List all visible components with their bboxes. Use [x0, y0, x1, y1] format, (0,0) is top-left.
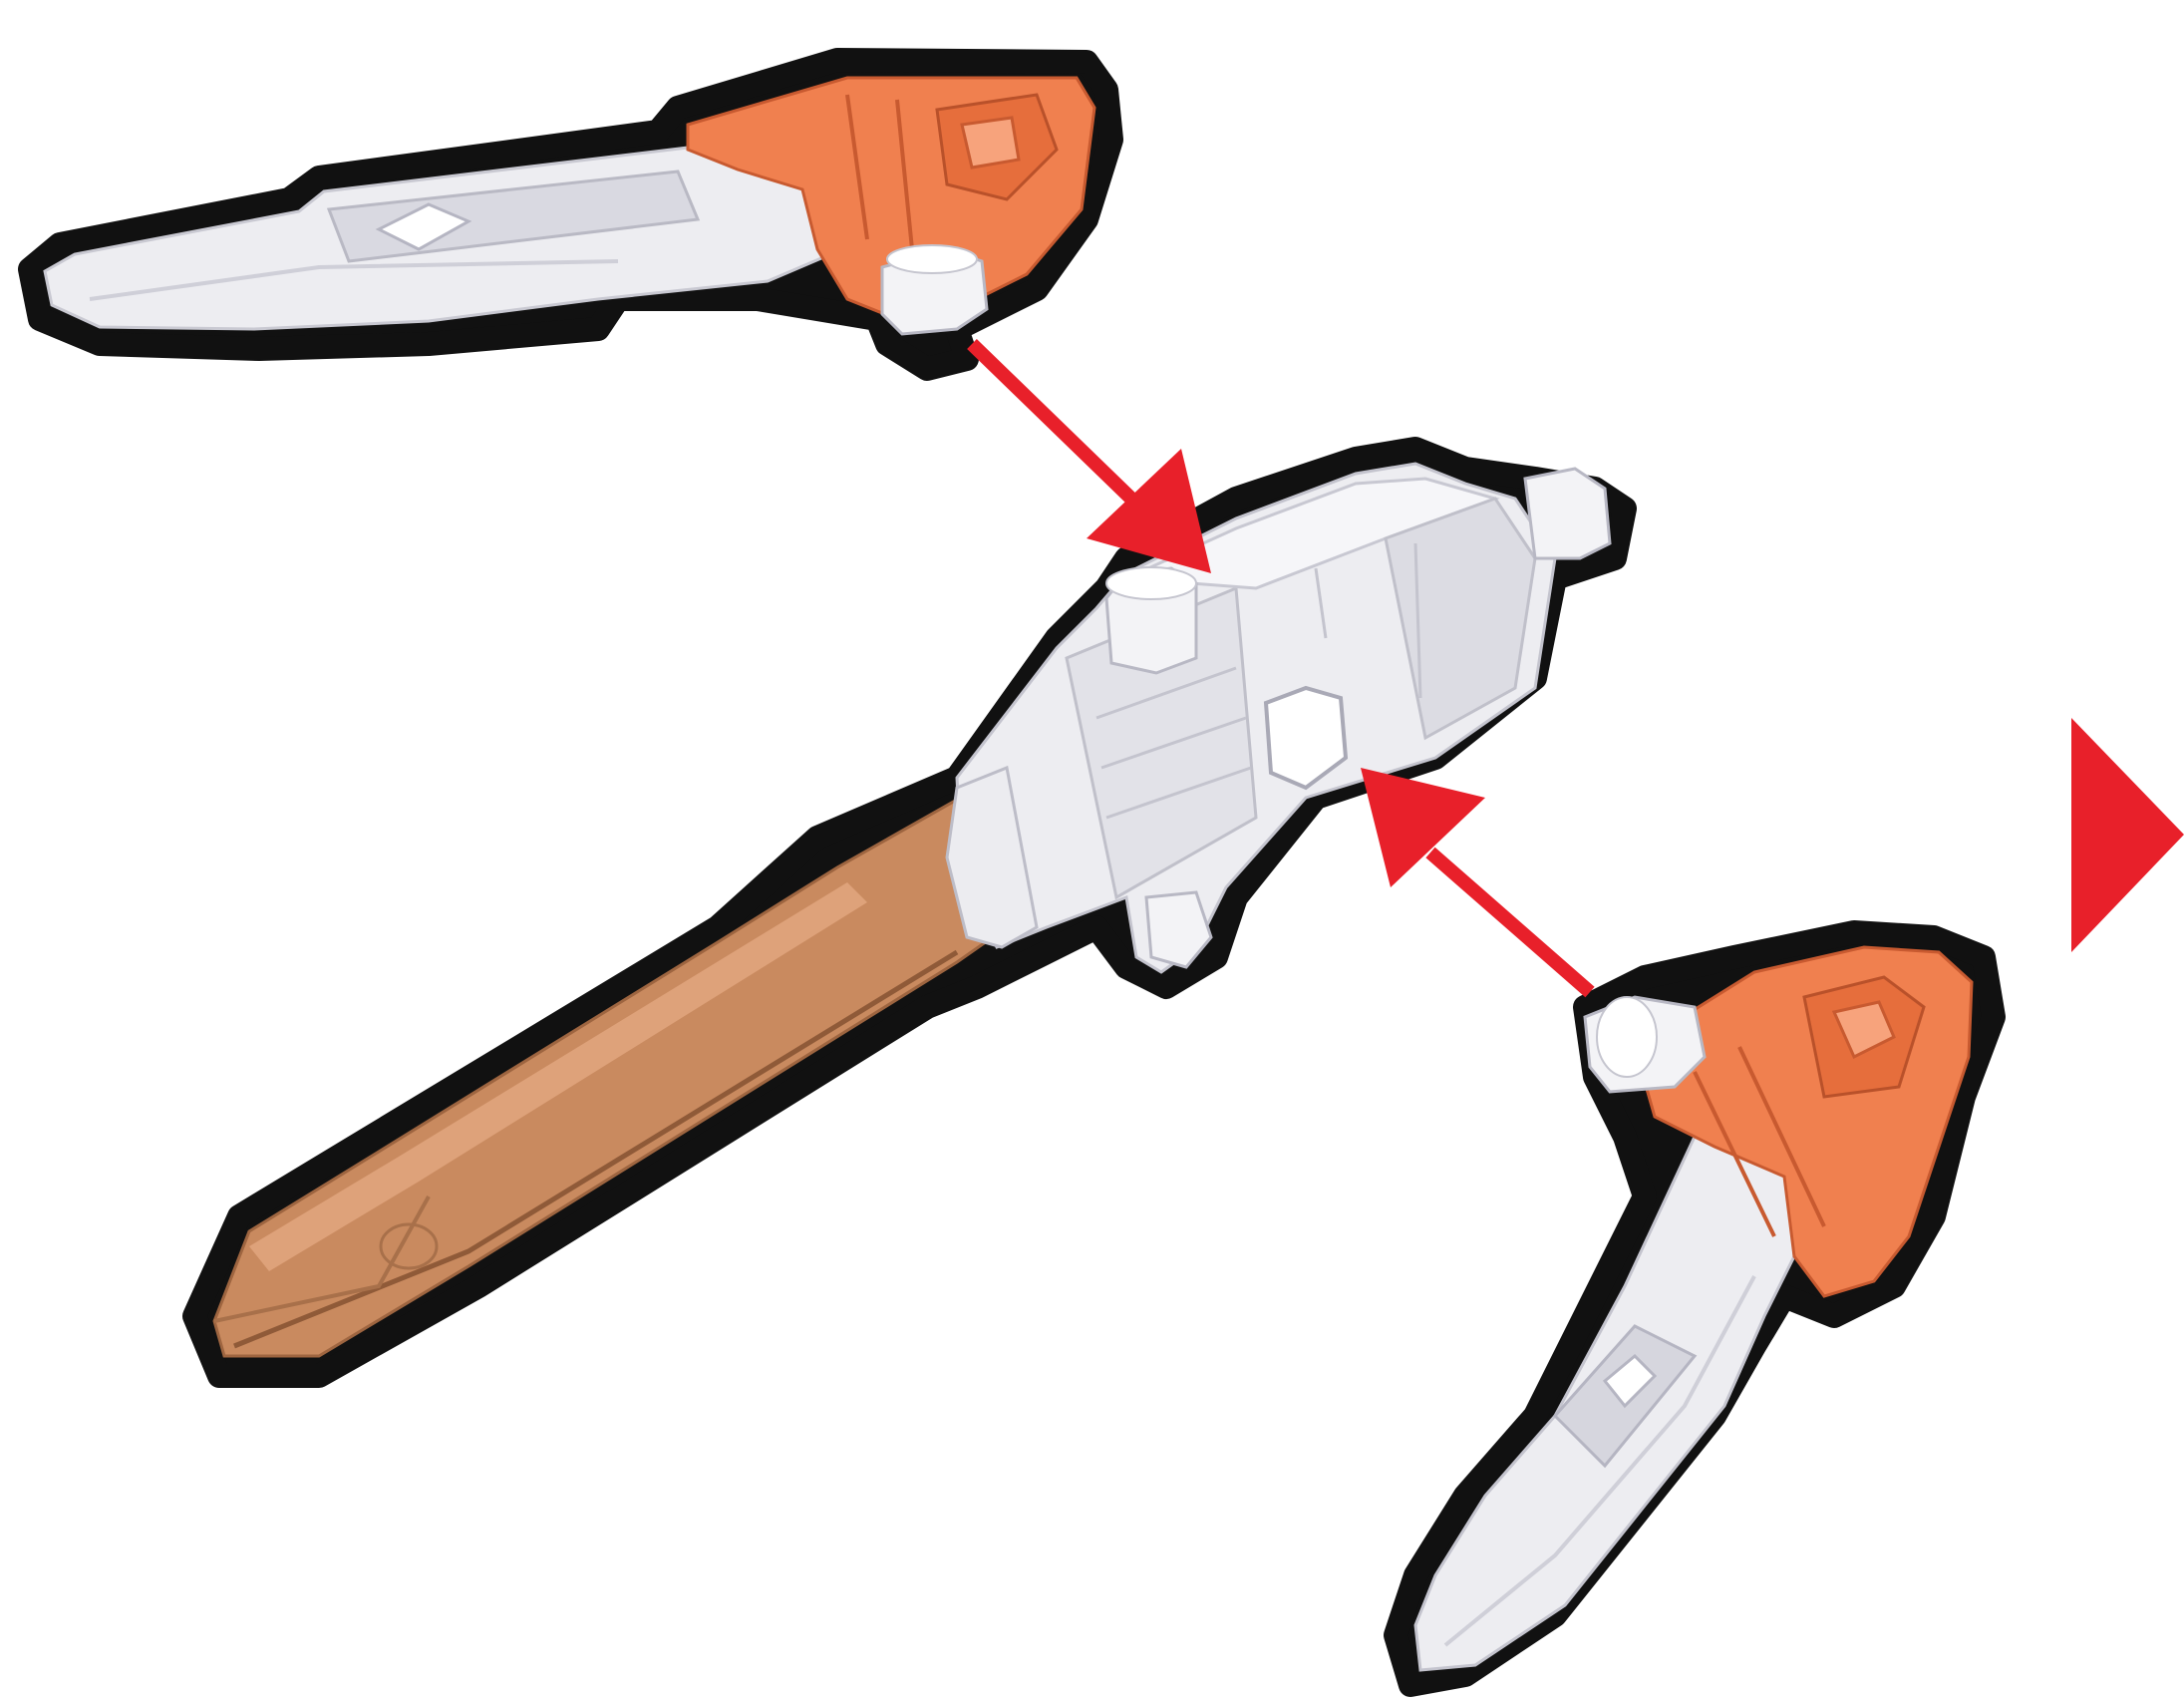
upper-orange-handle-part [30, 60, 1111, 369]
lower-orange-handle-part [1396, 932, 1994, 1685]
arrow-up-left-icon [1361, 768, 1590, 992]
center-top-peg-cap [1106, 567, 1196, 599]
arrow-down-right-icon [972, 344, 1211, 573]
bronze-blade [214, 783, 1007, 1356]
upper-handle-inner [962, 118, 1019, 168]
upper-peg-top [887, 245, 977, 273]
triangle-right-icon [2071, 718, 2184, 952]
center-blade-body-part [194, 449, 1625, 1376]
lower-peg-cap [1597, 997, 1657, 1077]
center-back-peg [1525, 469, 1610, 558]
